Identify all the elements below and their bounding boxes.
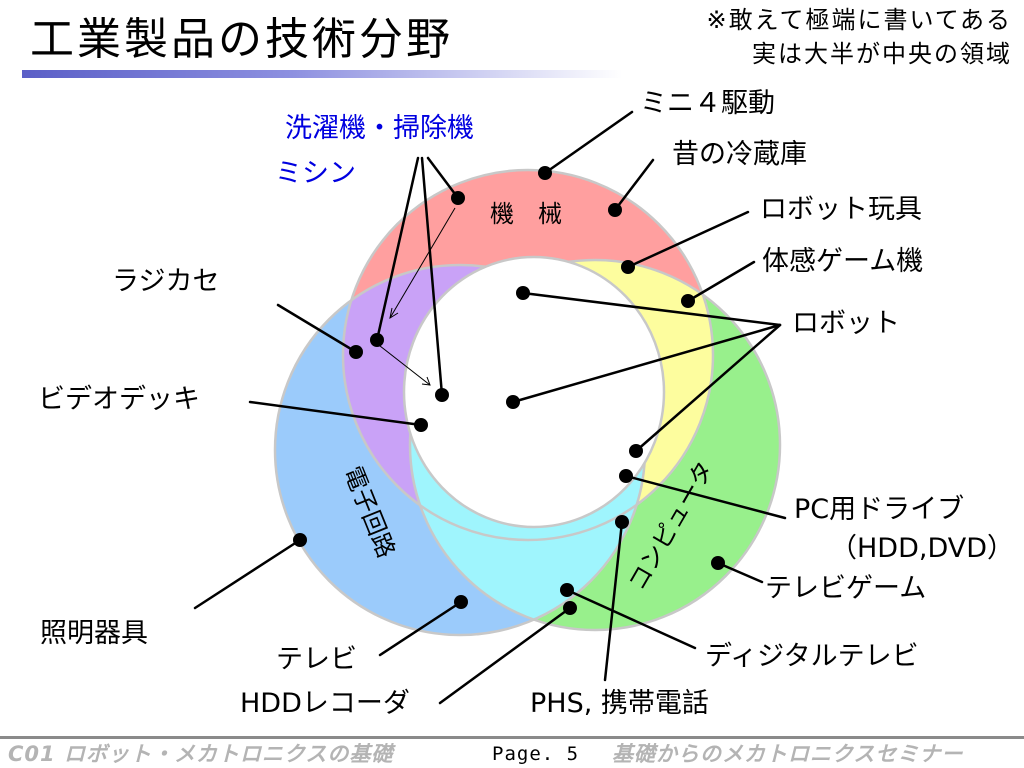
dot [451,191,465,205]
label-old-fridge: 昔の冷蔵庫 [672,139,807,170]
footer: C01 ロボット・メカトロニクスの基礎 Page. 5 基礎からのメカトロニクス… [0,740,1024,768]
label-phs: PHS, 携帯電話 [530,688,709,719]
label-pc-drive-1: PC用ドライブ [794,494,964,525]
dot [563,601,577,615]
label-robot: ロボット [792,308,900,339]
dot [608,203,622,217]
footer-seminar-title: 基礎からのメカトロニクスセミナー [612,742,964,766]
title-underline [22,70,622,78]
footer-page-number: Page. 5 [492,743,580,765]
label-washer: 洗濯機・掃除機 [285,113,474,144]
dot [711,556,725,570]
footer-course-title: C01 ロボット・メカトロニクスの基礎 [8,742,394,766]
dot [454,595,468,609]
page-title: 工業製品の技術分野 [30,14,453,65]
domain-label-mechanical: 機 械 [490,200,562,228]
venn-regions [275,170,780,635]
label-video: ビデオデッキ [38,384,200,415]
note-line-1: ※敢えて極端に書いてある [706,6,1012,34]
thin-arrows [379,207,456,386]
label-hdd-recorder: HDDレコーダ [240,688,410,719]
venn-outlines [273,168,782,637]
label-radio: ラジカセ [112,266,219,297]
dot [560,583,574,597]
leader-dots [293,166,725,615]
leader-lines [193,110,787,705]
label-tv-game: テレビゲーム [765,573,926,604]
label-sewing: ミシン [275,158,356,189]
note-line-2: 実は大半が中央の領域 [752,40,1012,68]
dot [506,395,520,409]
label-tv: テレビ [276,644,357,675]
label-pc-drive-2: （HDD,DVD） [830,533,1014,564]
label-lighting: 照明器具 [40,618,148,649]
label-mini4wd: ミニ４駆動 [640,88,775,119]
dot [538,166,552,180]
label-robot-toy: ロボット玩具 [760,194,922,225]
dot [293,533,307,547]
dot [414,418,428,432]
dot [621,260,635,274]
footer-divider [0,736,1024,739]
dot [615,515,629,529]
label-motion-game: 体感ゲーム機 [762,246,923,277]
dot [435,388,449,402]
dot [349,345,363,359]
label-digital-tv: ディジタルテレビ [705,641,919,672]
dot [516,286,530,300]
dot [681,294,695,308]
dot [629,444,643,458]
dot [619,469,633,483]
venn-diagram: 機 械 電子回路 コンピュータ [38,88,1014,719]
dot [370,333,384,347]
